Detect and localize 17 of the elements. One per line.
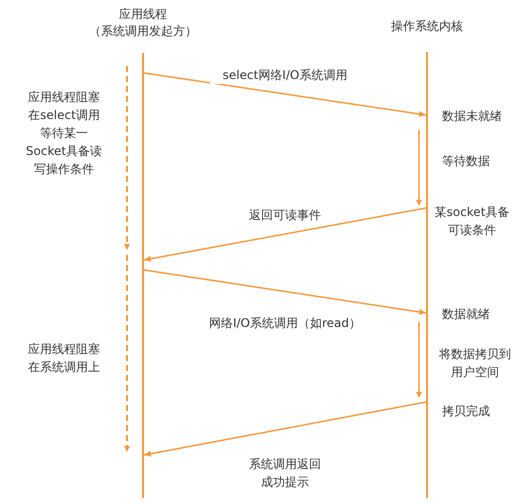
note-text: 拷贝完成 bbox=[442, 403, 491, 420]
note-text: 等待数据 bbox=[442, 153, 491, 170]
note-text: 应用线程阻塞在系统调用上 bbox=[27, 341, 101, 376]
lifeline bbox=[142, 53, 144, 498]
note-text: 某socket具备可读条件 bbox=[434, 204, 510, 239]
message-arrow bbox=[144, 207, 426, 262]
note-text: 将数据拷贝到用户空间 bbox=[438, 346, 512, 381]
lifeline-title: 应用线程 bbox=[119, 6, 167, 23]
note-text: 数据未就绪 bbox=[442, 108, 503, 125]
lifeline-title: （系统调用发起方） bbox=[89, 23, 197, 40]
lifeline bbox=[426, 52, 428, 498]
note-text: 数据就绪 bbox=[442, 306, 491, 323]
note-text: 应用线程阻塞在select调用等待某一Socket具备读写操作条件 bbox=[25, 89, 103, 178]
message-arrow bbox=[144, 401, 426, 457]
lifeline-title: 操作系统内核 bbox=[391, 18, 463, 35]
message-arrow bbox=[144, 72, 426, 117]
message-arrow bbox=[144, 269, 426, 315]
